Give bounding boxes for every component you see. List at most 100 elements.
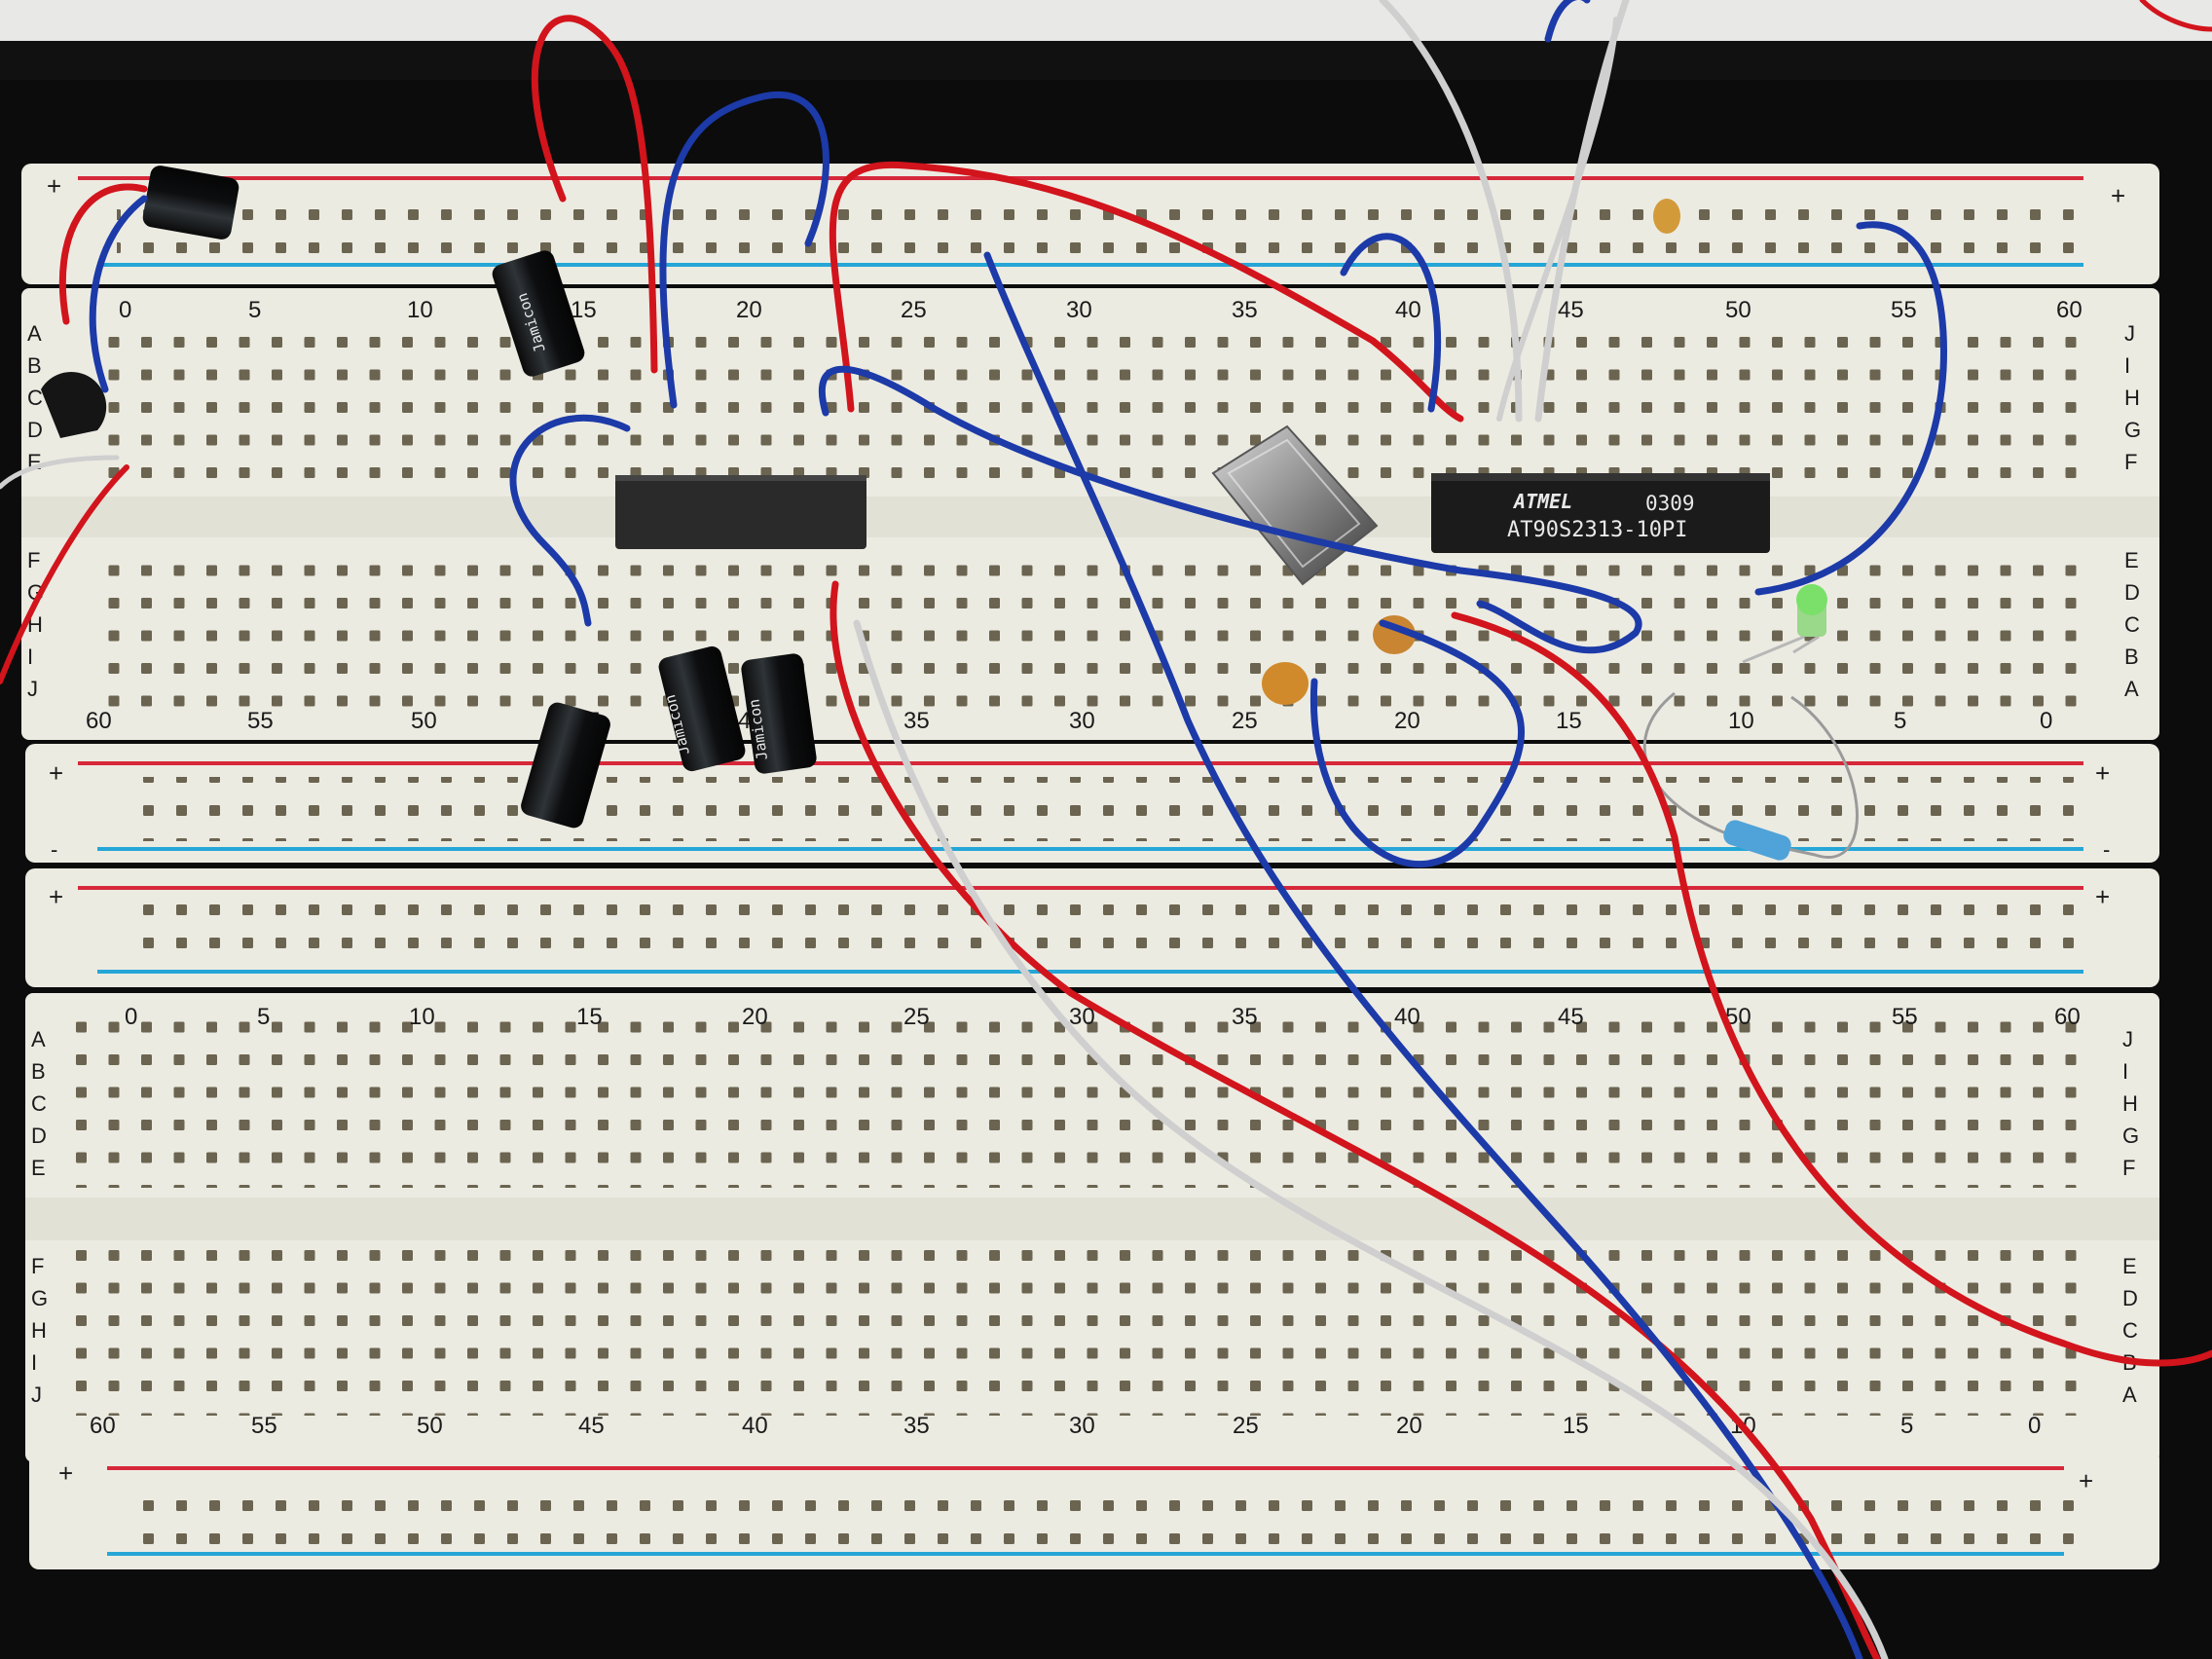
col-number: 35 — [903, 1413, 930, 1439]
row-letter: G — [31, 1286, 48, 1310]
chip-edge — [615, 475, 866, 481]
row-letter: C — [27, 386, 43, 410]
row-letter: I — [2122, 1059, 2128, 1084]
row-letter: F — [27, 548, 40, 572]
col-number: 10 — [1728, 708, 1754, 734]
col-number: 35 — [903, 708, 930, 734]
col-number: 5 — [257, 1004, 270, 1030]
cap-can — [741, 653, 817, 774]
col-number: 15 — [1563, 1413, 1589, 1439]
col-number: 40 — [742, 1413, 768, 1439]
chip-brand: ATMEL — [1512, 490, 1572, 513]
col-number: 55 — [1891, 297, 1917, 323]
blue-jumper-wire — [1340, 233, 1442, 413]
led-leg — [1742, 635, 1805, 664]
row-letter: I — [31, 1350, 37, 1375]
row-letter: F — [2122, 1156, 2135, 1180]
blue-jumper-wire — [1309, 619, 1526, 868]
col-number: 30 — [1066, 297, 1092, 323]
rail-plus-label: + — [49, 758, 63, 788]
atmel-microcontroller: ATMEL 0309 AT90S2313-10PI — [1431, 473, 1770, 553]
column-numbers-bottom: 60 55 50 45 40 35 30 25 20 15 10 5 0 — [86, 708, 2052, 734]
col-number: 35 — [1232, 1004, 1258, 1030]
red-wire — [2139, 0, 2212, 32]
row-letter: D — [2122, 1286, 2138, 1310]
chip-edge — [1431, 473, 1770, 481]
col-number: 0 — [119, 297, 131, 323]
rail-holes — [121, 777, 2083, 841]
col-number: 40 — [1394, 1004, 1420, 1030]
col-number: 30 — [1069, 1413, 1095, 1439]
red-jumper-wire — [531, 15, 658, 374]
row-letter: F — [31, 1254, 44, 1278]
row-letter: H — [27, 612, 43, 637]
col-number: 20 — [736, 297, 762, 323]
col-number: 20 — [1396, 1413, 1422, 1439]
col-number: 60 — [86, 708, 112, 734]
col-number: 0 — [2028, 1413, 2041, 1439]
row-letter: F — [2124, 450, 2137, 474]
row-letter: G — [2124, 418, 2141, 442]
center-channel — [25, 1198, 2159, 1240]
col-number: 35 — [1232, 297, 1258, 323]
row-letter: A — [31, 1027, 46, 1051]
col-number: 50 — [417, 1413, 443, 1439]
col-number: 0 — [2040, 708, 2052, 734]
col-number: 20 — [742, 1004, 768, 1030]
top-breadboard: + + 0 5 10 15 20 25 30 35 40 45 50 55 60… — [21, 164, 2159, 863]
chip-part-number: AT90S2313-10PI — [1507, 518, 1687, 542]
row-letter: E — [2122, 1254, 2137, 1278]
col-number: 55 — [251, 1413, 277, 1439]
col-number: 50 — [1725, 297, 1751, 323]
row-letter: H — [31, 1318, 47, 1343]
row-letter: H — [2122, 1091, 2138, 1116]
cap-body — [1653, 199, 1680, 234]
gray-wire — [1379, 0, 1523, 423]
chip-body — [615, 475, 866, 549]
blue-jumper-wire — [818, 365, 1642, 654]
bottom-breadboard: + + 0 5 10 15 20 25 30 35 40 45 50 55 60… — [25, 868, 2159, 1569]
chip-body — [1431, 473, 1770, 553]
column-numbers-top: 0 5 10 15 20 25 30 35 40 45 50 55 60 — [119, 297, 2083, 323]
led-dome — [1796, 584, 1827, 615]
rail-plus-label: + — [2079, 1466, 2093, 1495]
blue-jumper-wire — [509, 414, 631, 627]
green-led — [1742, 584, 1827, 664]
cap-can — [142, 166, 240, 240]
row-letter: C — [31, 1091, 47, 1116]
rail-plus-label: + — [58, 1458, 73, 1488]
max232-ic — [615, 475, 866, 549]
rail-plus-label: + — [47, 171, 61, 201]
rail-holes — [121, 902, 2083, 966]
row-letter: H — [2124, 386, 2140, 410]
gray-wire — [0, 455, 120, 490]
cap-can — [521, 702, 610, 829]
lower-hole-grid — [68, 1248, 2093, 1416]
red-jumper-wire — [830, 580, 1881, 1659]
row-letter: D — [2124, 580, 2140, 605]
cap-body — [1262, 662, 1309, 705]
row-letter: I — [27, 645, 33, 669]
blue-wire — [1544, 0, 1591, 43]
lower-hole-grid — [92, 543, 2098, 711]
upper-hole-grid — [92, 316, 2098, 484]
col-number: 25 — [903, 1004, 930, 1030]
blue-jumper-wire — [983, 251, 1863, 1659]
col-number: 30 — [1069, 708, 1095, 734]
electrolytic-capacitor: Jamicon Jamicon Jamicon — [142, 166, 817, 829]
row-letter: B — [27, 353, 42, 378]
voltage-regulator — [41, 371, 107, 438]
row-letter: E — [31, 1156, 46, 1180]
col-number: 40 — [1395, 297, 1421, 323]
resistor-body — [1723, 820, 1791, 861]
regulator-body — [41, 371, 107, 438]
row-letter: A — [2122, 1382, 2137, 1407]
col-number: 45 — [578, 1413, 605, 1439]
red-power-wire — [0, 464, 129, 684]
col-number: 55 — [1892, 1004, 1918, 1030]
row-letter: C — [2124, 612, 2140, 637]
row-letter: I — [2124, 353, 2130, 378]
gray-wire — [1496, 17, 1619, 422]
col-number: 45 — [1558, 1004, 1584, 1030]
